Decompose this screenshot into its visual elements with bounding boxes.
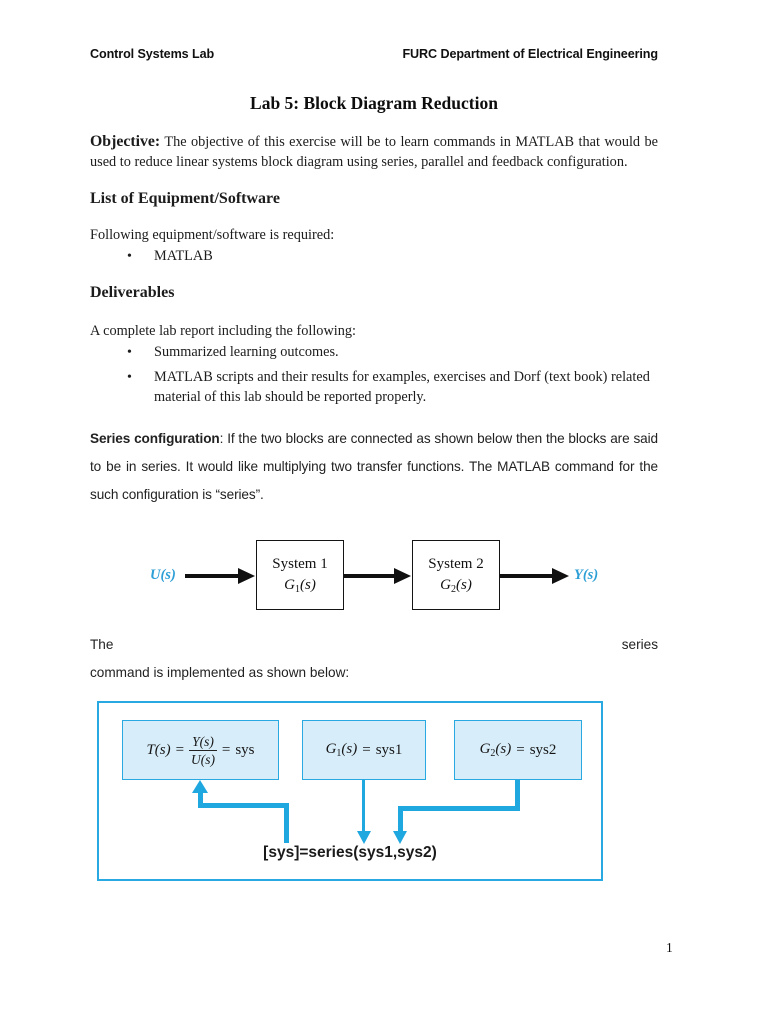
arrow-segment: [398, 806, 403, 831]
series-configuration-text: : If the two blocks are connected as sho…: [90, 431, 658, 502]
equals-sign: =: [175, 741, 185, 758]
word-the: The: [90, 637, 114, 652]
g2-rhs: sys2: [529, 741, 557, 758]
equals-sign: =: [221, 741, 231, 758]
command-intro-line: command is implemented as shown below:: [90, 665, 350, 680]
up-arrowhead: [192, 780, 208, 793]
series-command-text: [sys]=series(sys1,sys2): [263, 844, 437, 861]
page-number: 1: [666, 940, 673, 955]
deliverables-list: Summarized learning outcomes. MATLAB scr…: [90, 343, 658, 408]
header-right-text: FURC Department of Electrical Engineerin…: [402, 47, 658, 61]
signal-arrow: [500, 568, 569, 584]
equipment-intro: Following equipment/software is required…: [90, 227, 335, 243]
g1-term: G1(s): [325, 741, 358, 759]
equals-sign: =: [362, 741, 371, 758]
arrow-segment: [362, 780, 365, 831]
g1-rhs: sys1: [375, 741, 403, 758]
equipment-list: MATLAB: [90, 247, 658, 267]
deliverables-intro: A complete lab report including the foll…: [90, 322, 357, 339]
objective-paragraph: Objective: The objective of this exercis…: [90, 132, 658, 172]
justified-text-line: The series: [90, 634, 658, 656]
header-left-text: Control Systems Lab: [90, 47, 215, 61]
signal-arrow: [185, 568, 255, 584]
list-item: MATLAB scripts and their results for exa…: [90, 368, 658, 407]
eq-t-rhs: sys: [235, 741, 255, 758]
objective-label: Objective:: [90, 133, 161, 150]
g2-term: G2(s): [479, 741, 512, 759]
deliverables-heading: Deliverables: [90, 283, 175, 301]
output-signal-label: Y(s): [574, 567, 599, 583]
fraction: Y(s) U(s): [189, 734, 217, 767]
series-command-figure: T(s) = Y(s) U(s) = sys G1(s) = sys1 G2(s…: [97, 701, 603, 881]
series-block-diagram: U(s) System 1 G1(s) System 2 G2(s) Y(s): [90, 535, 658, 621]
page-title: Lab 5: Block Diagram Reduction: [250, 93, 498, 113]
transfer-function-equation-box: T(s) = Y(s) U(s) = sys: [122, 720, 279, 780]
input-signal-label: U(s): [150, 567, 176, 583]
system2-name: System 2: [428, 556, 484, 572]
arrow-segment: [284, 803, 289, 843]
down-arrowhead: [393, 831, 407, 844]
system1-transfer-function: G1(s): [284, 577, 316, 595]
system1-name: System 1: [272, 556, 328, 572]
eq-t-lhs: T(s): [146, 741, 171, 758]
arrow-segment: [515, 780, 520, 811]
equipment-heading: List of Equipment/Software: [90, 190, 280, 207]
series-configuration-label: Series configuration: [90, 431, 220, 446]
page-header: Control Systems Lab FURC Department of E…: [90, 46, 658, 62]
g2-equation-box: G2(s) = sys2: [454, 720, 582, 780]
system2-block: System 2 G2(s): [412, 540, 500, 610]
fraction-numerator: Y(s): [189, 734, 217, 751]
list-item: MATLAB: [90, 247, 658, 267]
list-item: Summarized learning outcomes.: [90, 343, 658, 363]
signal-arrow: [344, 568, 411, 584]
fraction-denominator: U(s): [190, 751, 215, 767]
word-series: series: [621, 637, 658, 652]
series-configuration-paragraph: Series configuration: If the two blocks …: [90, 425, 658, 509]
equals-sign: =: [516, 741, 525, 758]
arrow-segment: [198, 803, 289, 808]
g1-equation-box: G1(s) = sys1: [302, 720, 426, 780]
arrow-segment: [398, 806, 520, 811]
arrow-segment: [198, 791, 203, 806]
system1-block: System 1 G1(s): [256, 540, 344, 610]
system2-transfer-function: G2(s): [440, 577, 472, 595]
down-arrowhead: [357, 831, 371, 844]
objective-text: The objective of this exercise will be t…: [90, 134, 658, 170]
